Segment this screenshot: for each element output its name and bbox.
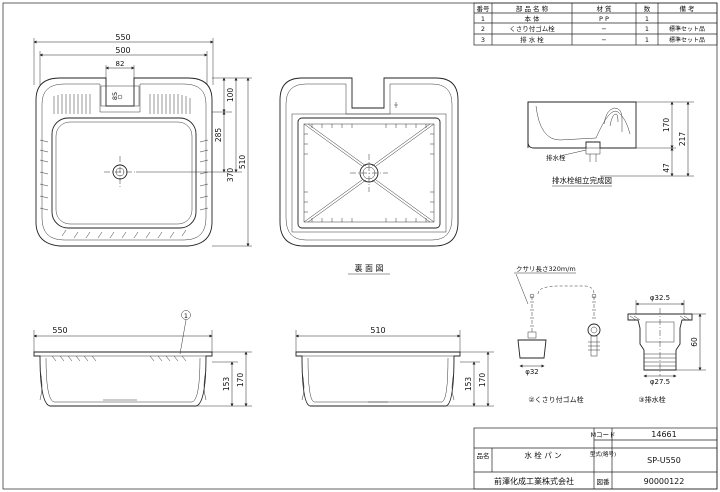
dim-170-side: 170 (478, 373, 487, 388)
dim-phi32-plug: φ32 (525, 368, 539, 376)
bottom-view: 裏 面 図 (279, 77, 459, 275)
dim-370: 370 (226, 168, 235, 183)
header-name: 部 品 名 称 (516, 4, 549, 13)
product-name: 水 栓 パ ン (524, 450, 561, 460)
row-3-qty: 1 (645, 36, 649, 44)
m-code-value: 14661 (651, 430, 676, 439)
dim-153-side: 153 (464, 377, 473, 392)
top-view: 550 500 82 85 (33, 33, 252, 247)
dim-510-side: 510 (370, 326, 385, 335)
drawing-no-value: 90000122 (644, 477, 685, 486)
row-1-no: 1 (481, 15, 485, 23)
row-3-no: 3 (481, 36, 485, 44)
m-code-label: Mコード (590, 431, 615, 439)
dim-phi32-5: φ32.5 (650, 294, 670, 302)
row-2-no: 2 (481, 25, 485, 33)
dim-550-front: 550 (52, 326, 67, 335)
header-no: 番号 (477, 5, 491, 13)
dim-60: 60 (690, 337, 699, 347)
front-view: 550 1 153 170 (33, 310, 252, 407)
chain-length-label: クサリ長さ320m/m (516, 265, 576, 273)
side-view: 510 153 170 (295, 326, 494, 407)
row-2-material: − (601, 25, 606, 33)
dim-550-top: 550 (115, 33, 130, 42)
row-1-name: 本 体 (524, 14, 540, 23)
model-value: SP-U550 (647, 456, 681, 465)
header-qty: 数 (644, 4, 651, 13)
row-1-material: P P (599, 15, 609, 23)
dim-47: 47 (662, 163, 671, 173)
row-2-name: くさり付ゴム栓 (509, 24, 555, 33)
title-block: Mコード 14661 品名 水 栓 パ ン 型式(略号) SP-U550 前澤化… (473, 427, 718, 490)
label-drain-plug: 排水栓 (546, 153, 566, 162)
row-1-qty: 1 (645, 15, 649, 23)
name-label: 品名 (477, 451, 490, 460)
chain-plug-caption: ②くさり付ゴム栓 (528, 395, 583, 404)
dim-510: 510 (238, 155, 247, 170)
dim-285: 285 (214, 128, 223, 143)
dim-100: 100 (226, 88, 235, 103)
header-note: 備 考 (679, 4, 695, 13)
dim-170-front: 170 (236, 373, 245, 388)
drain-plug-detail: φ32.5 60 φ27.5 ③排水栓 (627, 294, 706, 404)
row-2-note: 標準セット品 (669, 25, 705, 33)
row-3-material: − (601, 36, 606, 44)
row-3-name: 排 水 栓 (520, 35, 544, 44)
bottom-view-caption: 裏 面 図 (354, 263, 383, 273)
model-label: 型式(略号) (590, 450, 616, 458)
balloon-1: 1 (184, 312, 188, 320)
dim-500: 500 (115, 46, 130, 55)
drain-assembly-section: 排水栓 排水栓組立完成図 170 217 47 (527, 101, 694, 187)
chain-plug-detail: クサリ長さ320m/m φ32 ②くさり付ゴム栓 (514, 265, 601, 404)
row-3-note: 標準セット品 (669, 36, 705, 44)
drain-assembly-caption: 排水栓組立完成図 (552, 175, 612, 185)
drain-plug-caption: ③排水栓 (638, 395, 665, 404)
parts-table: 番号 部 品 名 称 材 質 数 備 考 1 本 体 P P 1 2 くさり付ゴ… (473, 2, 718, 46)
header-material: 材 質 (596, 4, 612, 13)
dim-85: 85 (111, 92, 119, 100)
dim-82: 82 (116, 60, 125, 68)
dim-170-section: 170 (662, 118, 671, 133)
row-2-qty: 1 (645, 25, 649, 33)
dim-153-front: 153 (222, 377, 231, 392)
dim-phi27-5: φ27.5 (650, 378, 670, 386)
dim-217: 217 (678, 132, 687, 147)
company-name: 前澤化成工業株式会社 (494, 476, 574, 486)
drawing-no-label: 図番 (597, 478, 611, 486)
